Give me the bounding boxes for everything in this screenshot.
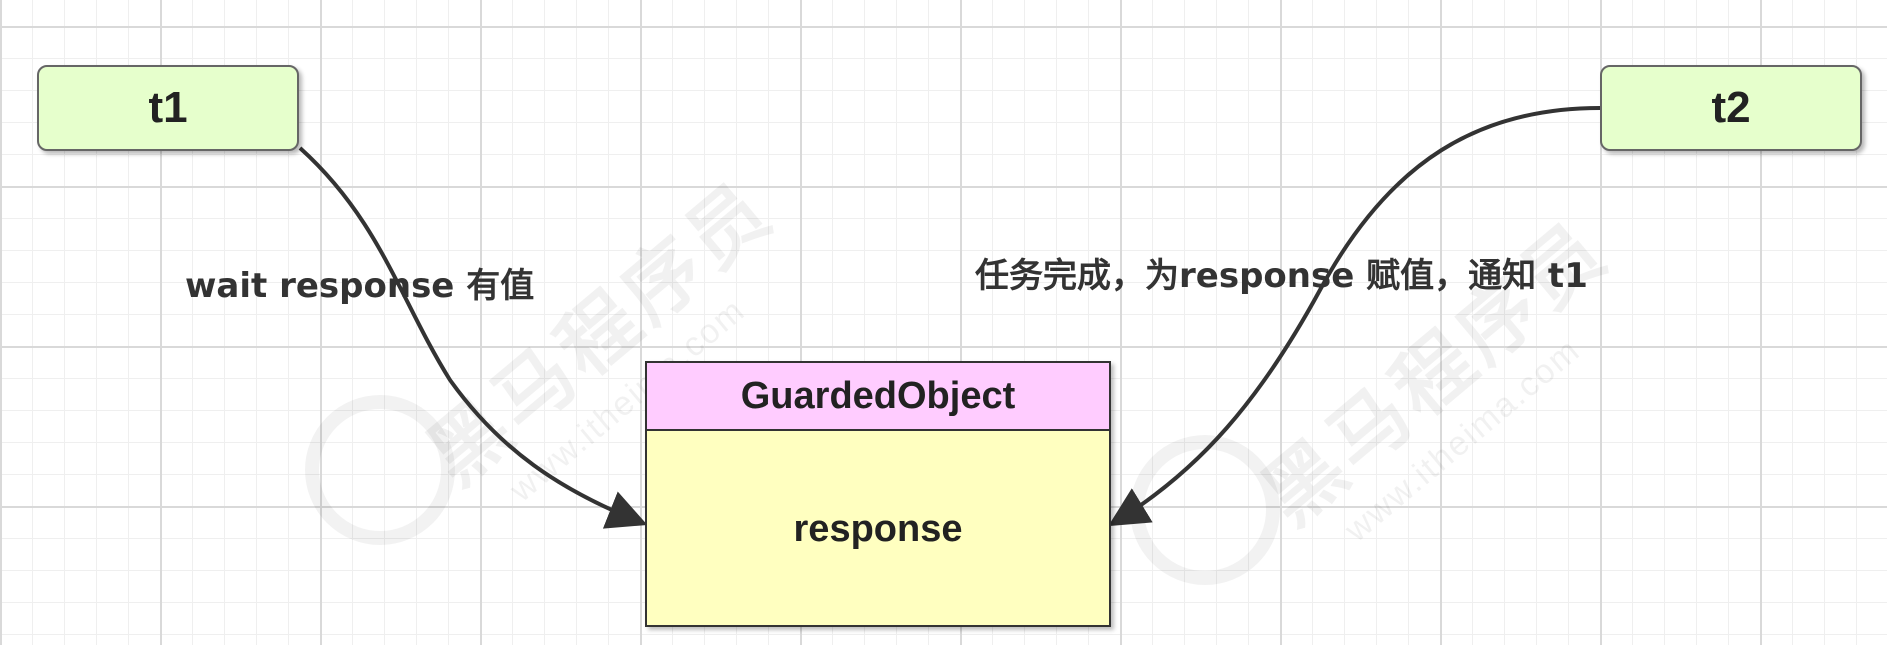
guarded-object-class: GuardedObject response bbox=[645, 361, 1111, 627]
edge-t2-to-guarded bbox=[1108, 106, 1601, 527]
guarded-object-title: GuardedObject bbox=[647, 363, 1109, 431]
thread-node-t2-label: t2 bbox=[1711, 83, 1751, 132]
edge-t1-to-guarded bbox=[298, 146, 648, 529]
edge-label-t2: 任务完成，为response 赋值，通知 t1 bbox=[975, 256, 1588, 296]
thread-node-t1: t1 bbox=[37, 65, 299, 151]
guarded-object-field: response bbox=[793, 507, 963, 550]
thread-node-t1-label: t1 bbox=[148, 83, 188, 132]
thread-node-t2: t2 bbox=[1600, 65, 1862, 151]
edge-label-t1: wait response 有值 bbox=[185, 266, 535, 306]
